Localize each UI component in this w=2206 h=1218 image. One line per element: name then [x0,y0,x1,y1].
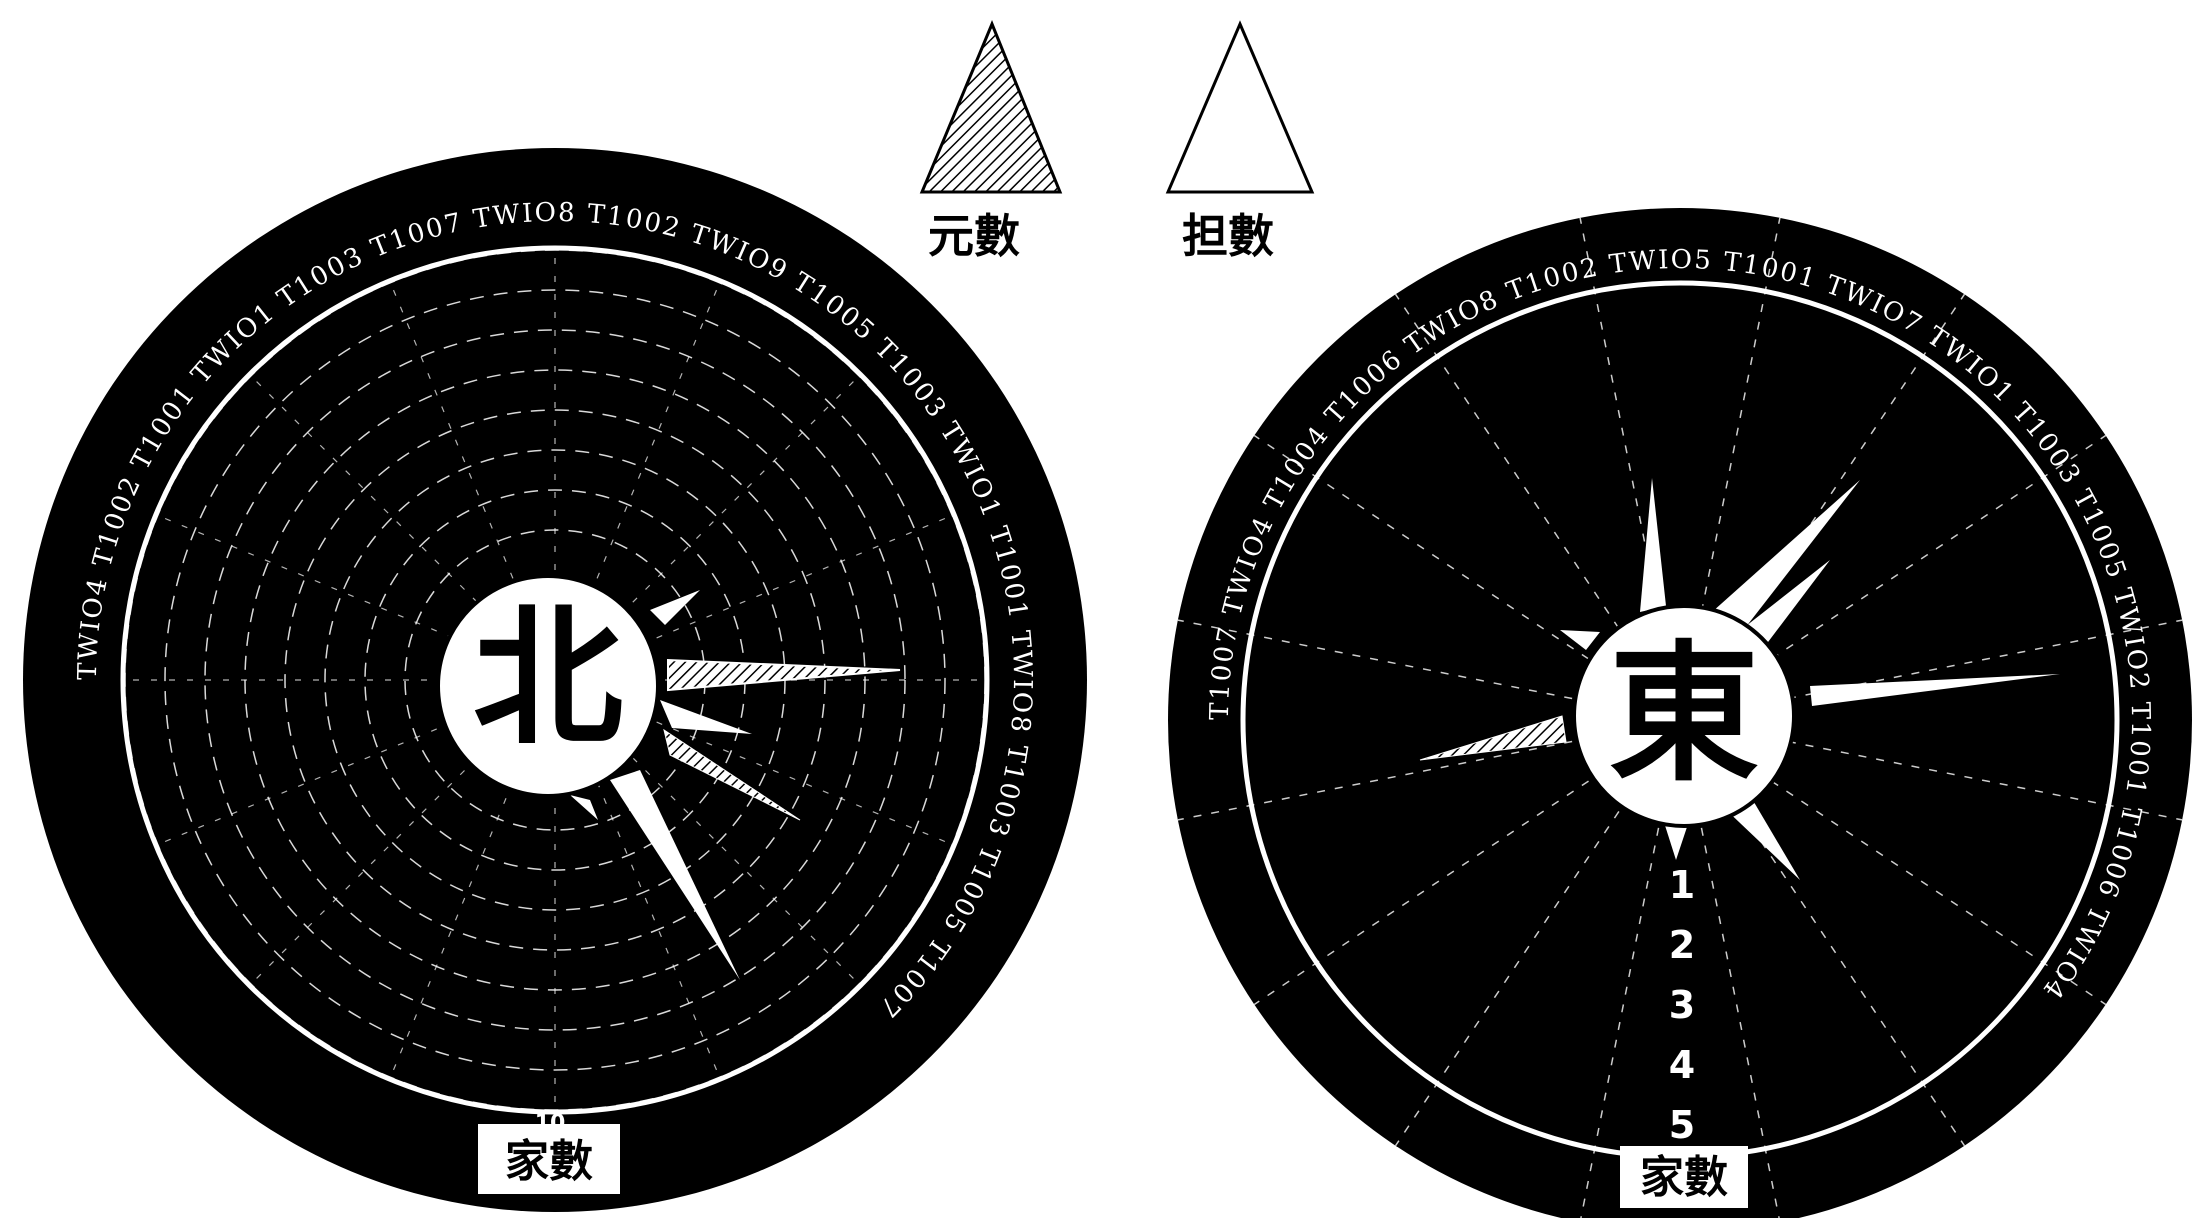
legend-item-hatched: 元數 [922,24,1060,263]
legend-item-empty: 担數 [1168,24,1312,263]
base-label-east: 家數 [1640,1152,1728,1203]
scale-number-1: 1 [1669,863,1695,907]
center-char-north: 北 [473,590,623,766]
empty-triangle-icon [1168,24,1312,192]
diagram-east: T1007 TWIO4 T1004 T1006 TWIO8 T1002 TWIO… [1168,208,2192,1218]
base-label-north: 家數 [505,1136,593,1187]
scale-number-2: 2 [1669,923,1695,967]
scale-numbers: 1 2 3 4 5 [1669,863,1695,1147]
scale-number-5: 5 [1669,1103,1695,1147]
scale-number-3: 3 [1669,983,1695,1027]
diagram-north: TWIO4 T1002 T1001 TWIO1 T1003 T1007 TWIO… [23,148,1087,1212]
legend: 元數 担數 [922,24,1312,263]
center-char-east: 東 [1609,626,1759,802]
legend-label-empty: 担數 [1182,209,1274,263]
scale-number-4: 4 [1669,1043,1695,1087]
legend-label-hatched: 元數 [928,209,1020,263]
scale-label-north: 10 [535,1111,566,1136]
hatched-triangle-icon [922,24,1060,192]
